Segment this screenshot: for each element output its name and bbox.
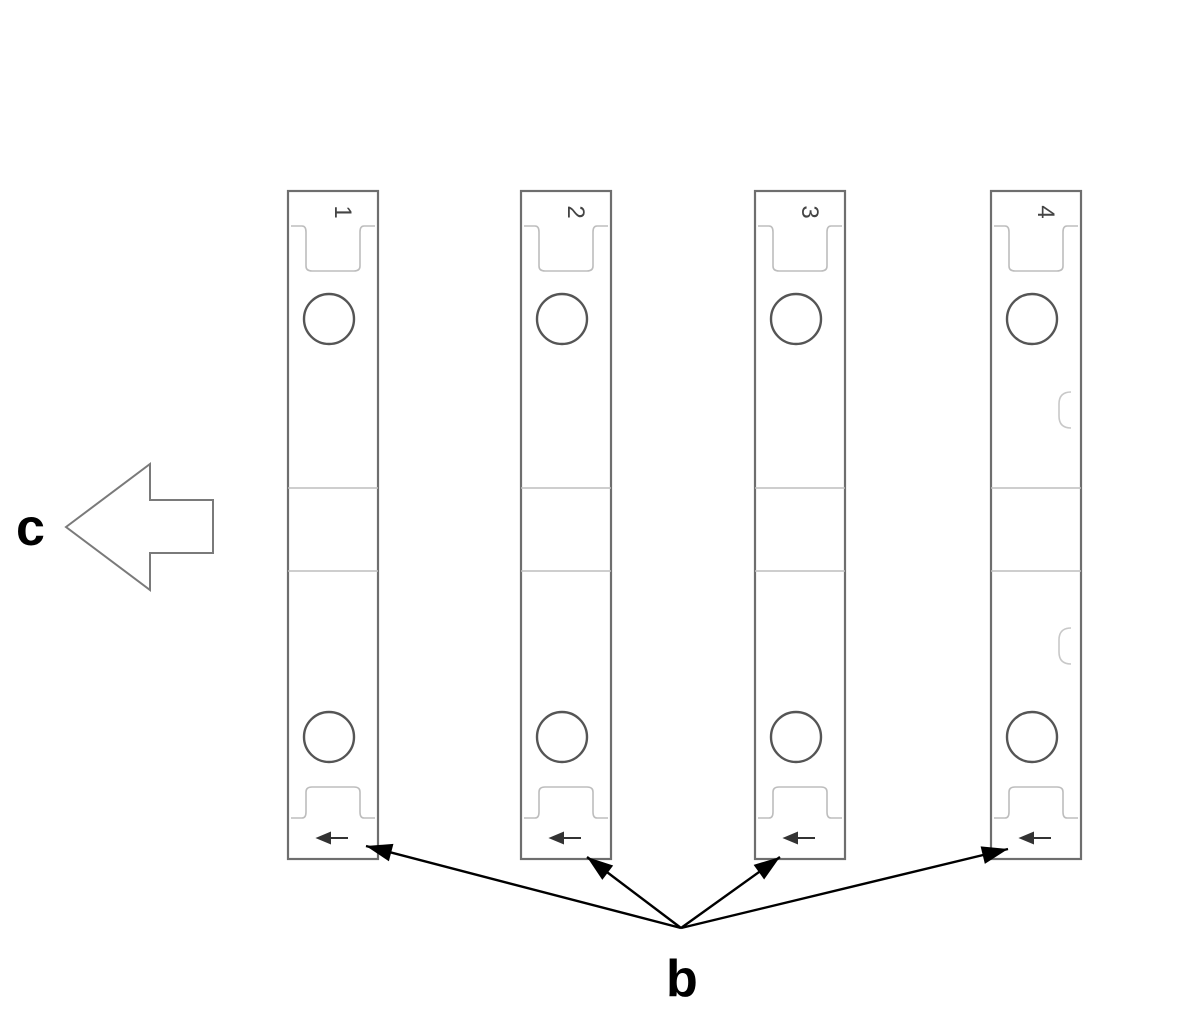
bottom-bolt-pocket (994, 786, 1078, 819)
bearing-cap-4: 4 (989, 189, 1083, 861)
top-bolt-pocket (524, 225, 608, 272)
leader-line-4 (680, 847, 1009, 930)
bearing-caps: 1 2 3 4 (286, 189, 1083, 861)
top-bolt-hole (535, 292, 589, 346)
side-notch-lower (1058, 627, 1072, 665)
leader-arrowhead-icon (753, 857, 780, 880)
top-bolt-pocket (758, 225, 842, 272)
bottom-bolt-hole (302, 710, 356, 764)
bottom-bolt-pocket (524, 786, 608, 819)
bottom-bolt-hole (1005, 710, 1059, 764)
bottom-bolt-pocket (758, 786, 842, 819)
leader-arrowhead-icon (980, 846, 1008, 864)
bearing-cap-1: 1 (286, 189, 380, 861)
arrow-mark-callout-label: b (666, 950, 698, 1008)
front-direction-arrow-icon (64, 462, 214, 592)
bottom-bolt-hole (535, 710, 589, 764)
bearing-cap-2: 2 (519, 189, 613, 861)
leader-lines (365, 843, 1009, 930)
side-notch-upper (1058, 391, 1072, 429)
cap-number-label: 4 (1032, 205, 1059, 218)
top-bolt-hole (302, 292, 356, 346)
top-bolt-pocket (291, 225, 375, 272)
cap-number-label: 3 (796, 205, 823, 218)
leader-arrowhead-icon (366, 843, 394, 862)
top-bolt-hole (769, 292, 823, 346)
bottom-bolt-hole (769, 710, 823, 764)
top-bolt-pocket (994, 225, 1078, 272)
bearing-cap-3: 3 (753, 189, 847, 861)
cap-number-label: 1 (329, 205, 356, 218)
leader-line-1 (365, 844, 682, 930)
top-bolt-hole (1005, 292, 1059, 346)
cap-number-label: 2 (562, 205, 589, 218)
bottom-bolt-pocket (291, 786, 375, 819)
direction-callout-label: c (16, 499, 45, 557)
leader-arrowhead-icon (587, 857, 614, 880)
